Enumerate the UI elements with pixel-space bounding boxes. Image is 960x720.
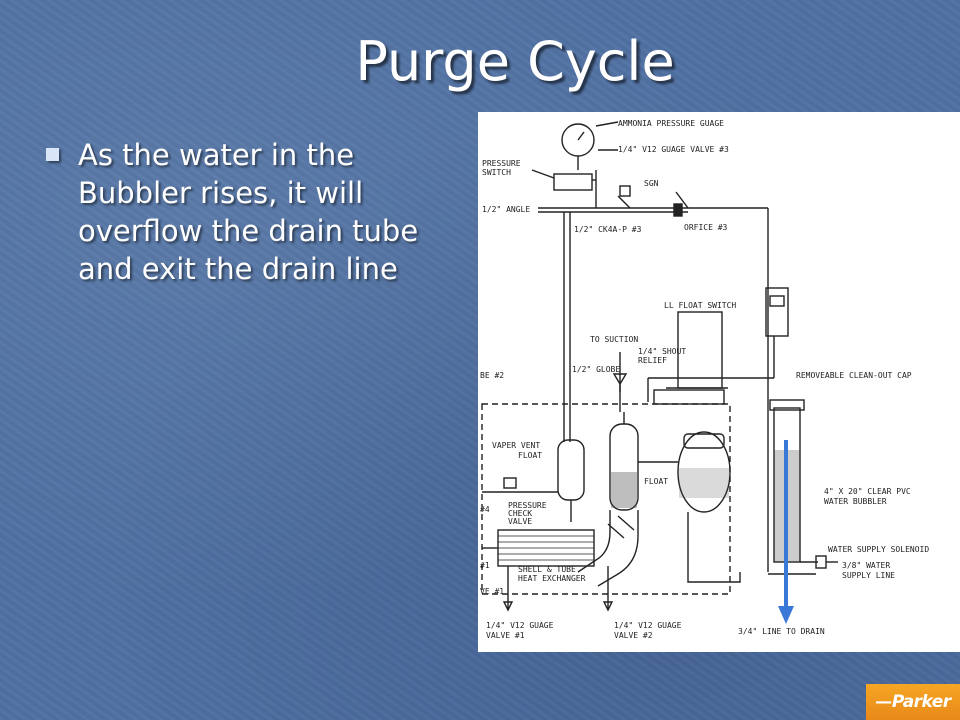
label-orifice: ORFICE #3 — [684, 223, 728, 232]
label-gauge-valve-3: 1/4" V12 GUAGE VALVE #3 — [618, 145, 729, 154]
label-check-1: PRESSURE — [508, 501, 547, 510]
bullet-text: As the water in the Bubbler rises, it wi… — [78, 138, 419, 286]
purge-system-diagram: AMMONIA PRESSURE GUAGE 1/4" V12 GUAGE VA… — [478, 112, 960, 652]
label-valve2-2: VALVE #2 — [614, 631, 653, 640]
label-vapor-vent-2: FLOAT — [518, 451, 542, 460]
label-vapor-vent-1: VAPER VENT — [492, 441, 540, 450]
label-supply-solenoid: WATER SUPPLY SOLENOID — [828, 545, 929, 554]
label-relief-1: 1/4" SHOUT — [638, 347, 686, 356]
label-float: FLOAT — [644, 477, 668, 486]
label-ck4a: 1/2" CK4A-P #3 — [574, 225, 642, 234]
label-supply-2: SUPPLY LINE — [842, 571, 895, 580]
drain-arrow-head-icon — [778, 606, 794, 624]
label-angle: 1/2" ANGLE — [482, 205, 530, 214]
label-to-suction: TO SUCTION — [590, 335, 638, 344]
label-n1: #1 — [480, 561, 490, 570]
label-valve1-1: 1/4" V12 GUAGE — [486, 621, 554, 630]
parker-logo: —Parker — [866, 684, 960, 720]
label-pressure-switch-1: PRESSURE — [482, 159, 521, 168]
slide-title: Purge Cycle — [355, 30, 675, 93]
label-valve2-1: 1/4" V12 GUAGE — [614, 621, 682, 630]
label-ve1: VE #1 — [480, 587, 504, 596]
label-bubbler-1: 4" X 20" CLEAR PVC — [824, 487, 911, 496]
label-shell-1: SHELL & TUBE — [518, 565, 576, 574]
bullet-item: As the water in the Bubbler rises, it wi… — [46, 136, 476, 288]
label-float-switch: LL FLOAT SWITCH — [664, 301, 736, 310]
label-n4: #4 — [480, 505, 490, 514]
label-globe: 1/2" GLOBE — [572, 365, 620, 374]
label-pressure-switch-2: SWITCH — [482, 168, 511, 177]
label-sgn: SGN — [644, 179, 659, 188]
label-bubbler-2: WATER BUBBLER — [824, 497, 887, 506]
schematic-svg: AMMONIA PRESSURE GUAGE 1/4" V12 GUAGE VA… — [480, 119, 929, 640]
label-check-3: VALVE — [508, 517, 532, 526]
label-relief-2: RELIEF — [638, 356, 667, 365]
label-clean-out: REMOVEABLE CLEAN-OUT CAP — [796, 371, 912, 380]
label-check-2: CHECK — [508, 509, 532, 518]
parker-logo-text: —Parker — [875, 692, 951, 712]
label-valve1-2: VALVE #1 — [486, 631, 525, 640]
bullet-list: As the water in the Bubbler rises, it wi… — [46, 136, 476, 288]
bullet-square-icon — [46, 148, 59, 161]
label-tube-2: BE #2 — [480, 371, 504, 380]
label-shell-2: HEAT EXCHANGER — [518, 574, 586, 583]
label-drain: 3/4" LINE TO DRAIN — [738, 627, 825, 636]
label-ammonia-gauge: AMMONIA PRESSURE GUAGE — [618, 119, 724, 128]
label-supply-1: 3/8" WATER — [842, 561, 890, 570]
